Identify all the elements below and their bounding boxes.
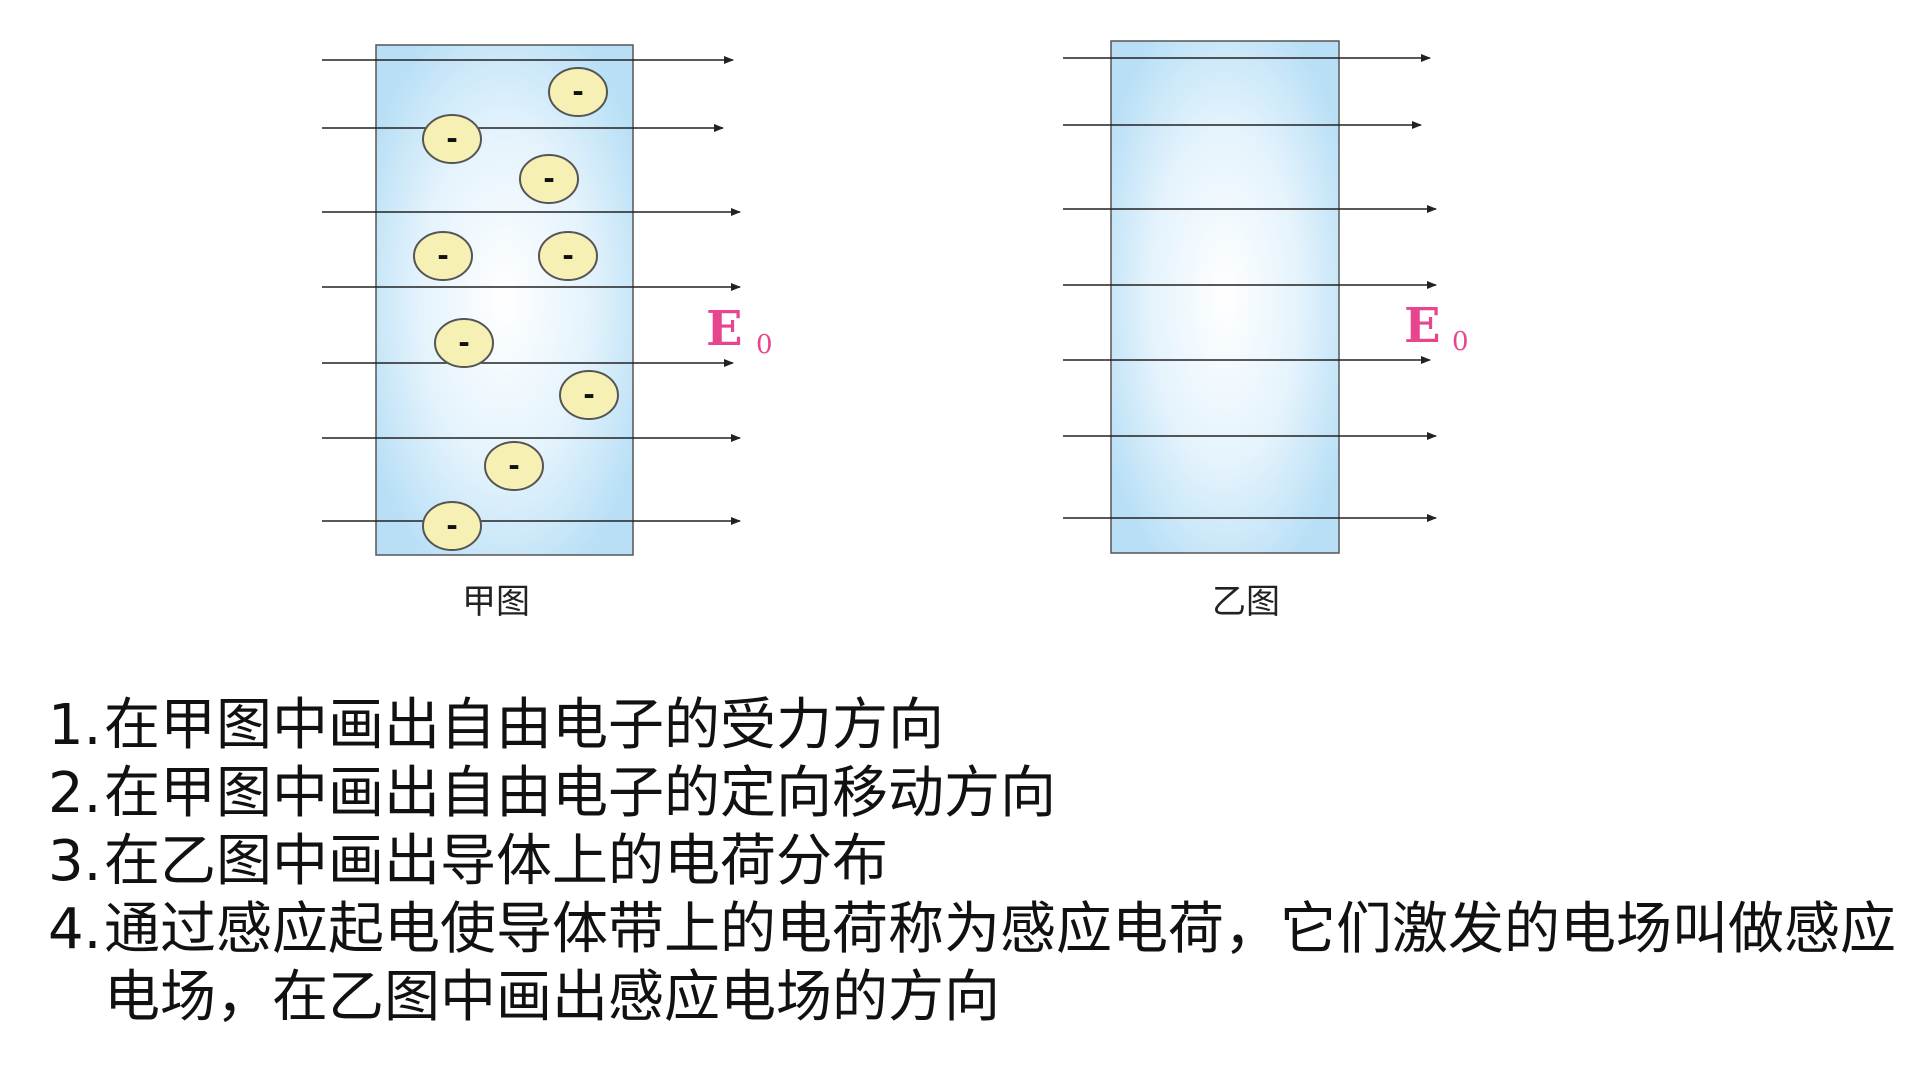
field-subscript-yi: 0	[1452, 327, 1469, 357]
field-label-yi: E	[1404, 298, 1441, 354]
question-text: 在甲图中画出自由电子的受力方向	[104, 693, 944, 758]
question-item: 1. 在甲图中画出自由电子的受力方向	[48, 692, 1908, 760]
electron-sign: -	[572, 75, 584, 108]
electron-sign: -	[437, 239, 449, 272]
electron-body	[422, 501, 482, 551]
question-text: 通过感应起电使导体带上的电荷称为感应电荷，它们激发的电场叫做感应电场，在乙图中画…	[104, 897, 1896, 1030]
electron-sign: -	[446, 509, 458, 542]
figure-yi: E 0	[1063, 40, 1469, 554]
question-list: 1. 在甲图中画出自由电子的受力方向 2. 在甲图中画出自由电子的定向移动方向 …	[48, 692, 1908, 1032]
electron-sign: -	[583, 378, 595, 411]
electron-body	[538, 231, 598, 281]
electron: -	[559, 370, 619, 420]
electron: -	[422, 501, 482, 551]
electron-sign: -	[508, 449, 520, 482]
question-text: 在乙图中画出导体上的电荷分布	[104, 829, 888, 894]
electron-sign: -	[446, 122, 458, 155]
figure-jia: - - - - - - - - - E 0	[322, 44, 773, 556]
question-number: 4.	[48, 897, 102, 962]
electron: -	[548, 67, 608, 117]
field-label-jia: E	[706, 301, 743, 357]
electrons-jia: - - - - - - - - -	[413, 67, 619, 551]
field-lines-jia	[322, 56, 741, 525]
electron-sign: -	[562, 239, 574, 272]
electron: -	[484, 441, 544, 491]
question-number: 1.	[48, 693, 102, 758]
electron-body	[548, 67, 608, 117]
electron-body	[422, 114, 482, 164]
electron: -	[422, 114, 482, 164]
electron: -	[434, 318, 494, 368]
electron-body	[434, 318, 494, 368]
electron-sign: -	[458, 326, 470, 359]
electron: -	[519, 154, 579, 204]
question-number: 3.	[48, 829, 102, 894]
electron-body	[519, 154, 579, 204]
field-subscript-jia: 0	[756, 330, 773, 360]
question-item: 4. 通过感应起电使导体带上的电荷称为感应电荷，它们激发的电场叫做感应电场，在乙…	[48, 896, 1908, 1032]
electron-body	[413, 231, 473, 281]
field-lines-yi	[1063, 54, 1437, 522]
question-text: 在甲图中画出自由电子的定向移动方向	[104, 761, 1056, 826]
electron: -	[538, 231, 598, 281]
electron-body	[559, 370, 619, 420]
electron-body	[484, 441, 544, 491]
question-item: 2. 在甲图中画出自由电子的定向移动方向	[48, 760, 1908, 828]
figure-caption-jia: 甲图	[462, 582, 530, 622]
electron: -	[413, 231, 473, 281]
conductor-yi	[1110, 40, 1340, 554]
figure-caption-yi: 乙图	[1212, 582, 1280, 622]
electron-sign: -	[543, 162, 555, 195]
question-item: 3. 在乙图中画出导体上的电荷分布	[48, 828, 1908, 896]
question-number: 2.	[48, 761, 102, 826]
